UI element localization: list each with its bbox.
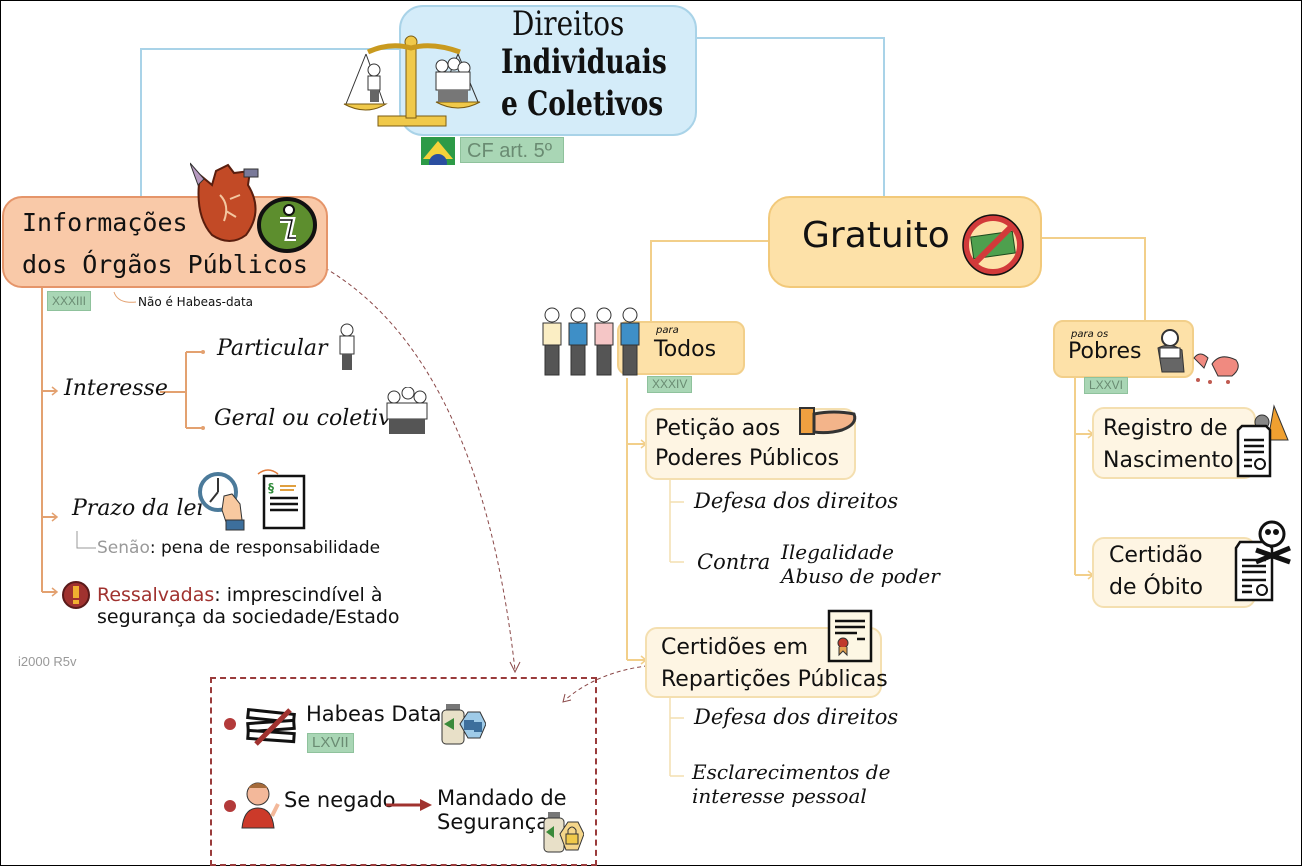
todos-caption: para [656,325,679,336]
registro-label: Registro de Nascimento [1103,413,1234,477]
contra-label: Contra [697,550,771,574]
brazil-flag-icon [421,137,455,165]
gratuito-title: Gratuito [802,215,950,256]
ressalvadas-line2: segurança da sociedade/Estado [97,606,400,628]
info-to-remedies-dashed-arrow [324,267,516,671]
contra-items: Ilegalidade Abuso de poder [781,540,940,588]
mandado-line1: Mandado de [437,786,567,810]
geral-coletivo-label: Geral ou coletivo [214,406,404,431]
watermark: i2000 R5v [18,654,77,669]
registro-line2: Nascimento [1103,448,1234,473]
person-icon [339,323,355,370]
open-hand-icon [799,407,857,435]
not-habeas-data-note: Não é Habeas-data [138,295,254,309]
peticao-line1: Petição aos [655,416,781,441]
bullet [224,718,236,730]
heart-icon [190,162,259,242]
habeas-data-tag: LXVII [307,733,354,753]
arrow-right-icon [386,799,432,811]
remedies-box [210,677,597,866]
certidoes-label: Certidões em Repartições Públicas [661,632,888,696]
root-node[interactable] [399,5,697,136]
people-group-icon [542,307,640,376]
data-remedy-icon [441,704,486,745]
death-certificate-icon [1234,520,1291,602]
se-negado-label: Se negado [284,788,396,812]
peticao-node[interactable] [645,408,856,480]
ilegalidade-label: Ilegalidade [781,540,895,564]
particular-label: Particular [217,336,328,361]
ressalvadas-line1: : imprescindível à [214,584,383,606]
pobres-article-tag: LXXVI [1084,377,1129,394]
esclarecimentos-label: Esclarecimentos de interesse pessoal [692,760,890,808]
obito-label: Certidão de Óbito [1109,540,1203,604]
certidoes-defesa-label: Defesa dos direitos [694,705,899,729]
esclarecimentos-line1: Esclarecimentos de [692,760,891,784]
certidoes-line2: Repartições Públicas [661,667,888,692]
obito-line2: de Óbito [1109,575,1203,600]
security-remedy-icon [543,812,584,853]
interesse-label: Interesse [64,376,168,401]
root-to-info-connector [140,48,400,196]
prazo-label: Prazo da lei [72,496,204,521]
todos-label: Todos [654,337,717,362]
certidao-obito-node[interactable] [1092,537,1256,608]
habeas-data-label: Habeas Data [306,702,442,726]
no-money-icon [962,214,1024,276]
abuso-poder-label: Abuso de poder [781,564,940,588]
peticao-defesa-label: Defesa dos direitos [694,489,899,513]
esclarecimentos-line2: interesse pessoal [692,784,867,808]
cf-article-tag: CF art. 5º [460,137,564,163]
registro-line1: Registro de [1103,416,1228,441]
mandado-line2: Segurança [437,810,550,834]
info-title-line2: dos Órgãos Públicos [22,250,308,279]
obito-line1: Certidão [1109,543,1203,568]
ressalvadas-text: Ressalvadas: imprescindível à segurança … [97,584,400,628]
no-data-icon [246,707,296,746]
person-refusing-icon [241,782,280,829]
root-to-gratuito-connector [697,37,885,196]
bullet [224,800,236,812]
certificate-icon [827,609,873,663]
clock-tap-icon [198,472,245,531]
todos-article-tag: XXXIV [647,376,693,393]
senao-text: : pena de responsabilidade [149,538,381,558]
law-document-icon: § [257,469,306,530]
info-article-tag: XXXIII [47,291,92,311]
broken-piggy-bank-icon [1157,329,1239,384]
pobres-caption: para os [1071,329,1109,340]
certidoes-line1: Certidões em [661,635,809,660]
scale-of-justice-icon [343,35,481,127]
senao-line: Senão: pena de responsabilidade [97,538,380,558]
root-title-line3: e Coletivos [501,84,664,124]
root-title-line1: Direitos [512,4,625,44]
birth-certificate-icon [1236,404,1289,478]
group-people-icon [386,387,428,434]
svg-text:§: § [268,481,274,495]
warning-badge-icon [62,581,90,609]
ressalvadas-label: Ressalvadas [97,584,215,606]
gratuito-to-todos [650,240,769,323]
gratuito-to-pobres [1042,237,1146,320]
peticao-line2: Poderes Públicos [655,446,840,471]
info-title-line1: Informações [22,208,188,237]
info-icon [257,197,317,253]
peticao-label: Petição aos Poderes Públicos [655,414,839,474]
root-title-line2: Individuais [501,42,667,82]
registro-nascimento-node[interactable] [1092,407,1256,479]
certidoes-to-remedies-dashed-arrow [564,664,656,701]
mandado-label: Mandado de Segurança [437,786,567,834]
pobres-label: Pobres [1068,339,1142,364]
senao-label: Senão [97,538,150,558]
